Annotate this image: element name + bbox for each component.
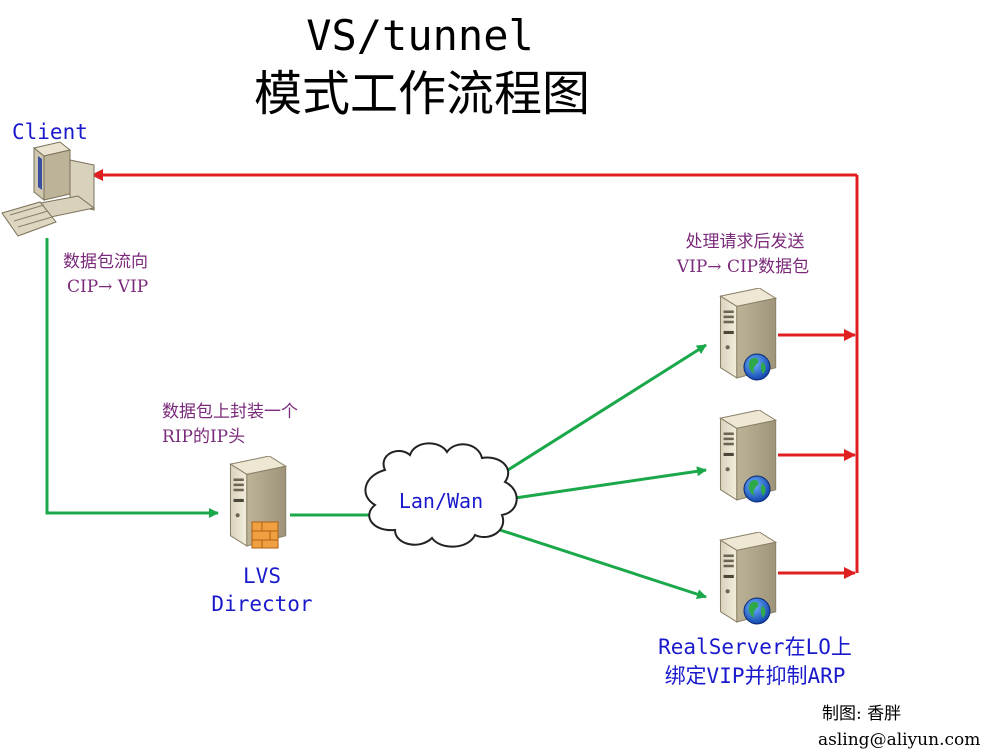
cloud-to-realserver-1-line: [499, 343, 707, 477]
client-to-director-line: [45, 238, 219, 518]
cloud-icon[interactable]: [364, 442, 518, 548]
credit-line-2: asling@aliyun.com: [818, 730, 980, 750]
director-label-line-2: Director: [211, 592, 312, 616]
title-line-1: VS/tunnel: [306, 11, 534, 60]
globe-icon: [743, 597, 771, 625]
realserver-label-line-2: 绑定VIP并抑制ARP: [665, 664, 846, 688]
cloud-to-realserver-2-line: [514, 466, 707, 500]
director-note-line-2: RIP的IP头: [162, 427, 245, 447]
firewall-icon: [251, 521, 279, 549]
globe-icon: [743, 353, 771, 381]
director-note-line-1: 数据包上封装一个: [162, 402, 298, 422]
response-path: [91, 169, 859, 579]
server-with-firewall-icon[interactable]: [229, 456, 287, 549]
director-label-line-1: LVS: [243, 564, 281, 588]
cloud-to-realserver-3-line: [499, 528, 707, 599]
realserver-label-line-1: RealServer在LO上: [658, 635, 852, 659]
title-line-2: 模式工作流程图: [254, 66, 590, 122]
request-path: [45, 238, 707, 599]
client-note-line-2: CIP→ VIP: [67, 277, 148, 297]
client-note-line-1: 数据包流向: [63, 252, 148, 272]
realserver-3[interactable]: [719, 532, 777, 625]
globe-icon: [743, 475, 771, 503]
credit-line-1: 制图: 香胖: [822, 704, 901, 724]
desktop-computer-icon[interactable]: [1, 141, 96, 237]
realserver-1[interactable]: [719, 288, 777, 381]
client-label: Client: [12, 120, 88, 144]
network-label: Lan/Wan: [399, 489, 483, 513]
realserver-note-line-1: 处理请求后发送: [686, 232, 805, 252]
realserver-note-line-2: VIP→ CIP数据包: [676, 257, 809, 277]
realserver-2[interactable]: [719, 410, 777, 503]
